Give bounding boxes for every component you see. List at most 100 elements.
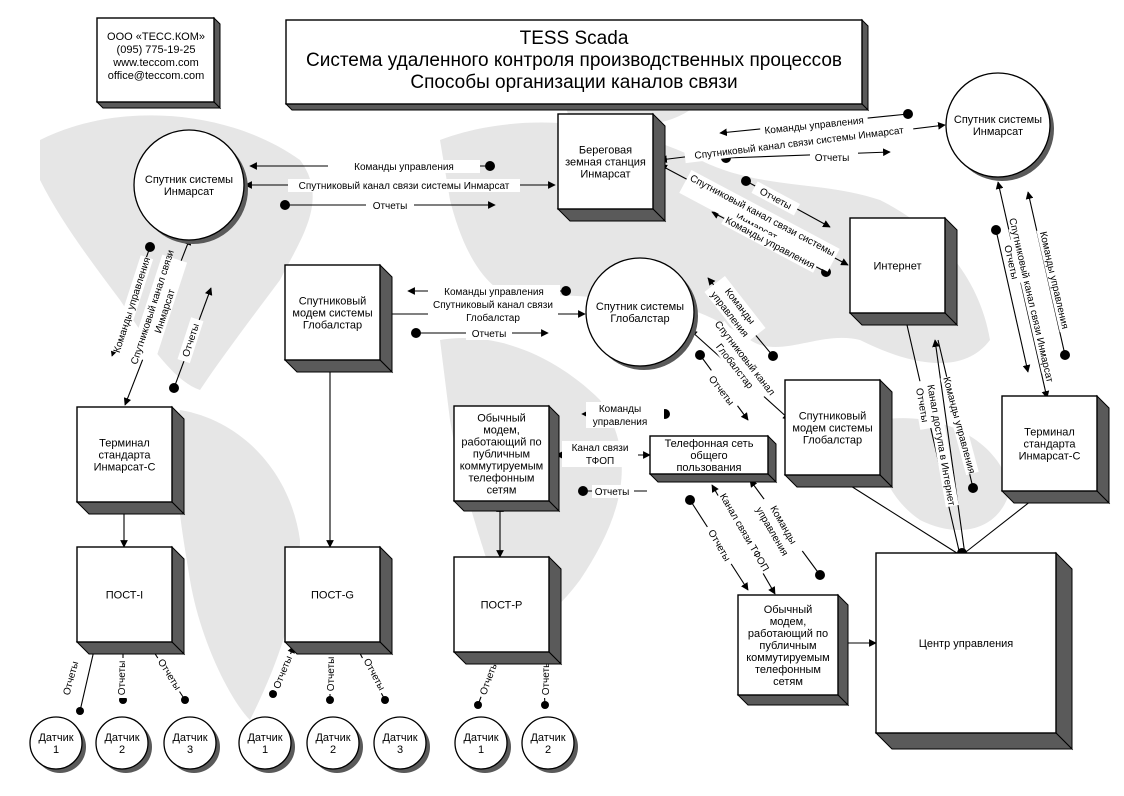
title-line-3: Способы организации каналов связи [410, 72, 737, 93]
node-text: Интернет [874, 261, 922, 273]
node-text: 1 [262, 744, 268, 756]
label-reports-s2c: Отчеты [541, 661, 552, 696]
node-text: земная станция [565, 157, 646, 169]
node-text: работающий по [748, 628, 828, 640]
node-text: модем системы [292, 308, 372, 320]
node-text: Терминал [1024, 427, 1075, 439]
node-text: Глобалстар [610, 313, 669, 325]
node-post-p: ПОСТ-P [452, 555, 563, 666]
node-text: ПОСТ-G [311, 590, 354, 602]
node-text: Датчик [247, 732, 282, 744]
node-text: 1 [53, 744, 59, 756]
label-pstn-channel-2: ТФОП [586, 456, 614, 467]
node-text: Центр управления [919, 638, 1014, 650]
node-text: модем, [483, 425, 520, 437]
node-text: Глобалстар [303, 320, 362, 332]
node-text: 3 [187, 744, 193, 756]
label-reports-right: Отчеты [815, 153, 850, 164]
node-text: модем системы [792, 423, 872, 435]
node-text: Датчик [104, 732, 139, 744]
node-text: Спутник системы [145, 174, 233, 186]
node-text: Обычный [477, 413, 526, 425]
label-glob-channel-1: Спутниковый канал связи [433, 300, 553, 311]
title-line-1: TESS Scada [520, 28, 629, 49]
node-text: 3 [397, 744, 403, 756]
label-pstn-channel-1: Канал связи [572, 443, 629, 454]
node-text: Спутниковый [799, 411, 867, 423]
label-glob-channel-2: Глобалстар [466, 312, 520, 324]
node-text: Инмарсат-С [1019, 451, 1081, 463]
label-commands-glob: Команды управления [444, 287, 544, 298]
node-text: Инмарсат [164, 186, 214, 198]
node-text: Инмарсат [580, 169, 630, 181]
label-reports-s2b: Отчеты [326, 657, 337, 692]
node-text: 2 [119, 744, 125, 756]
title-line-2: Система удаленного контроля производстве… [306, 50, 842, 71]
node-text: сетям [773, 676, 803, 688]
node-text: 2 [330, 744, 336, 756]
node-text: стандарта [98, 450, 151, 462]
node-center: Центр управления [874, 551, 1074, 751]
node-text: телефонным [469, 473, 535, 485]
node-text: работающий по [461, 437, 541, 449]
node-text: Спутниковый [299, 296, 367, 308]
node-post-g: ПОСТ-G [283, 545, 394, 656]
contact-email: office@teccom.com [108, 70, 205, 82]
node-text: Спутник системы [954, 114, 1042, 126]
node-text: коммутируемым [460, 461, 544, 473]
node-text: 2 [545, 744, 551, 756]
node-text: Обычный [764, 604, 813, 616]
contact-block: ООО «ТЕСС.КОМ» (095) 775-19-25 www.tecco… [95, 16, 222, 110]
label-reports-left: Отчеты [373, 201, 408, 212]
node-text: Датчик [530, 732, 565, 744]
node-text: Датчик [315, 732, 350, 744]
node-text: ПОСТ-P [481, 600, 523, 612]
contact-web: www.teccom.com [112, 57, 199, 69]
node-text: Инмарсат-С [94, 462, 156, 474]
label-reports-pstn: Отчеты [595, 487, 630, 498]
node-text: коммутируемым [746, 652, 830, 664]
node-text: Береговая [579, 145, 632, 157]
node-text: телефонным [755, 664, 821, 676]
label-commands-term-right: Команды управления [1037, 231, 1070, 331]
title-block: TESS Scada Система удаленного контроля п… [284, 18, 870, 112]
label-reports-glob: Отчеты [472, 329, 507, 340]
node-text: сетям [487, 485, 517, 497]
node-text: ПОСТ-I [106, 590, 143, 602]
node-text: Инмарсат [973, 126, 1023, 138]
node-text: Глобалстар [803, 435, 862, 447]
label-reports-s2a: Отчеты [117, 661, 128, 696]
node-text: стандарта [1023, 439, 1076, 451]
label-commands-pstn-1: Команды [599, 404, 641, 415]
node-text: 1 [478, 744, 484, 756]
node-text: модем, [770, 616, 807, 628]
node-text: Спутник системы [596, 301, 684, 313]
node-text: Датчик [463, 732, 498, 744]
contact-phone: (095) 775-19-25 [117, 44, 196, 56]
node-text: Телефонная сеть [665, 438, 754, 450]
contact-company: ООО «ТЕСС.КОМ» [107, 31, 205, 43]
node-text: публичным [759, 640, 816, 652]
label-reports-s3b: Отчеты [361, 657, 387, 693]
label-reports-pstn-r: Отчеты [705, 528, 732, 563]
node-internet: Интернет [848, 216, 959, 327]
label-commands-left: Команды управления [354, 162, 454, 173]
label-sat-channel-left: Спутниковый канал связи системы Инмарсат [299, 181, 510, 192]
